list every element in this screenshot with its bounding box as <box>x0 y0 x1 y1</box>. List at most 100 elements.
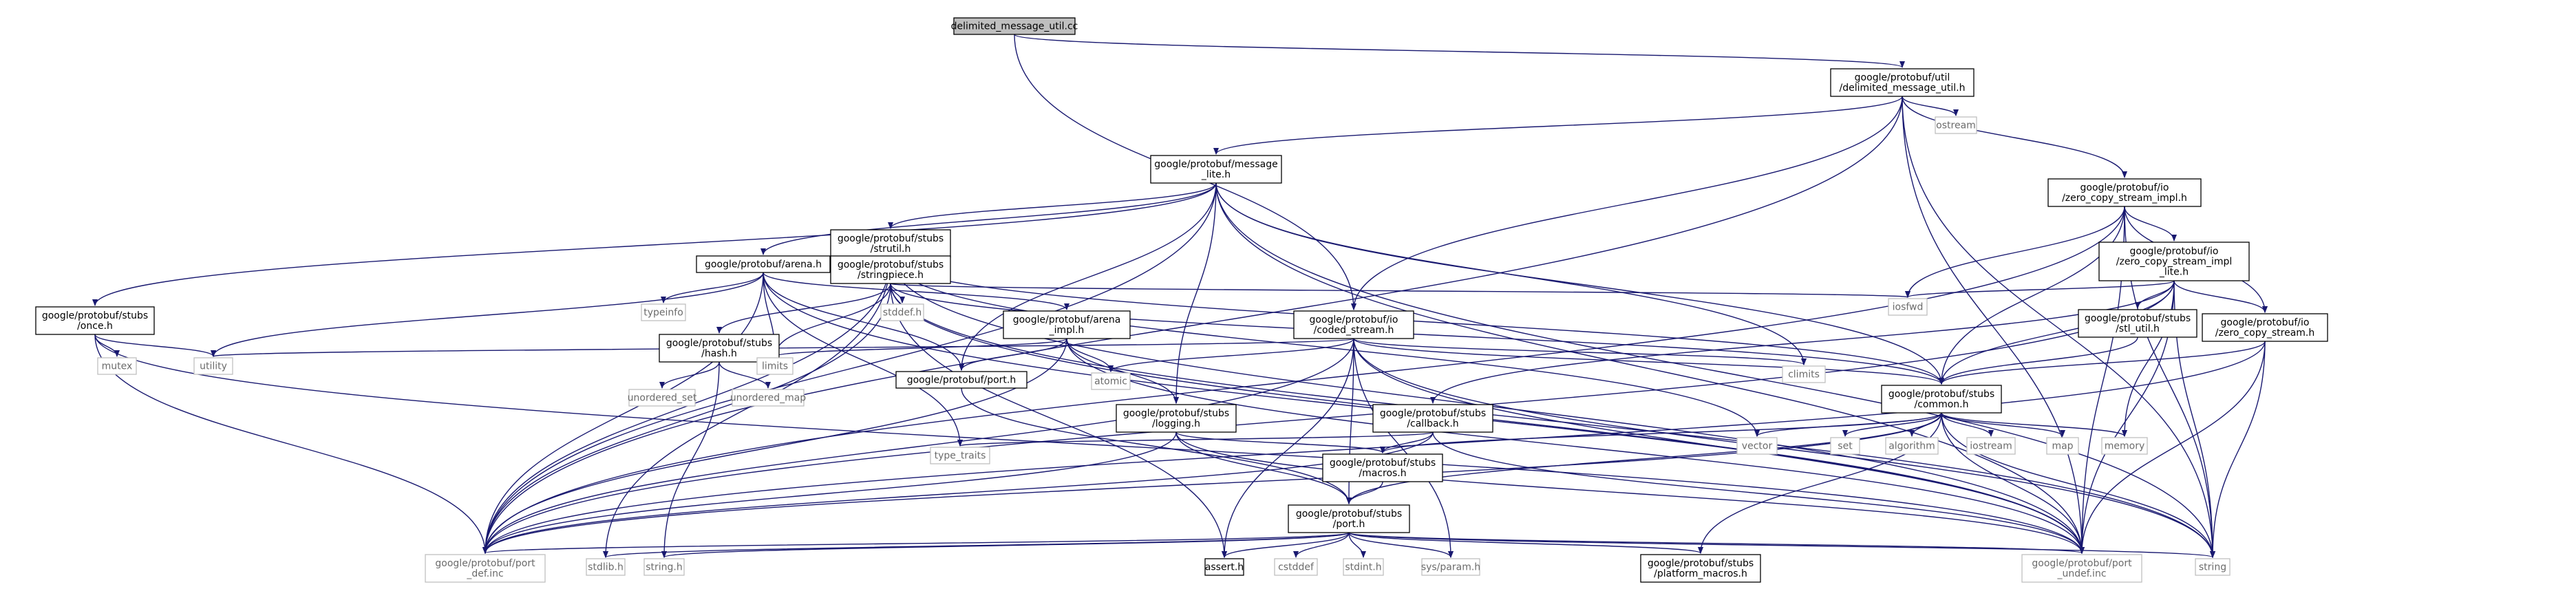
node-google-protobuf-stubs-callback-h[interactable]: google/protobuf/stubs/callback.h <box>1372 404 1493 433</box>
node-climits[interactable]: climits <box>1782 365 1826 383</box>
edge-arena-to-utility <box>211 272 764 357</box>
node-google-protobuf-stubs-stringpiece-h[interactable]: google/protobuf/stubs/stringpiece.h <box>830 255 951 284</box>
node-google-protobuf-stubs-hash-h[interactable]: google/protobuf/stubs/hash.h <box>659 334 780 363</box>
node-label: /delimited_message_util.h <box>1840 83 1966 94</box>
edge-msglite-to-once <box>92 182 1217 306</box>
node-google-protobuf-stubs-port-h[interactable]: google/protobuf/stubs/port.h <box>1288 504 1410 533</box>
edge-coded-to-utility <box>211 338 1354 357</box>
node-label: iostream <box>1970 441 2012 452</box>
edge-strutil-to-vector <box>890 257 1760 437</box>
node-box <box>756 357 794 375</box>
node-google-protobuf-io-zero-copy-stream-h[interactable]: google/protobuf/io/zero_copy_stream.h <box>2202 313 2328 342</box>
node-box <box>2047 178 2202 207</box>
node-google-protobuf-stubs-strutil-h[interactable]: google/protobuf/stubs/strutil.h <box>830 229 951 258</box>
node-label: /zero_copy_stream_impl.h <box>2062 193 2187 204</box>
node-map[interactable]: map <box>2046 437 2079 455</box>
edge-hash-to-unordset <box>659 361 720 389</box>
node-assert-h[interactable]: assert.h <box>1204 558 1244 576</box>
edge-zcs-to-portundef <box>2079 341 2266 554</box>
node-box <box>2098 242 2250 281</box>
edge-coded-to-portdef <box>482 338 1354 554</box>
node-iostream[interactable]: iostream <box>1966 437 2016 455</box>
edge-arena-to-arenaimpl <box>763 272 1069 310</box>
edge-coded-to-portundef <box>1353 338 2085 554</box>
node-google-protobuf-arena-impl-h[interactable]: google/protobuf/arena_impl.h <box>1003 310 1131 339</box>
node-stddef-h[interactable]: stddef.h <box>880 303 924 321</box>
node-box <box>1782 365 1826 383</box>
edge-msglite-to-portdef <box>482 182 1217 554</box>
node-stdint-h[interactable]: stdint.h <box>1343 558 1384 576</box>
node-label: /zero_copy_stream_impl <box>2116 257 2233 268</box>
node-string-h[interactable]: string.h <box>643 558 685 576</box>
node-label: stdint.h <box>1345 562 1381 573</box>
edge-callback-to-typetraits <box>957 431 1434 447</box>
node-google-protobuf-stubs-stl-util-h[interactable]: google/protobuf/stubs/stl_util.h <box>2078 309 2197 338</box>
node-algorithm[interactable]: algorithm <box>1885 437 1939 455</box>
node-google-protobuf-io-zero-copy-stream-impl-lite-h[interactable]: google/protobuf/io/zero_copy_stream_impl… <box>2098 242 2250 281</box>
node-google-protobuf-stubs-once-h[interactable]: google/protobuf/stubs/once.h <box>35 306 155 335</box>
node-google-protobuf-port-h[interactable]: google/protobuf/port.h <box>895 371 1028 389</box>
node-google-protobuf-stubs-macros-h[interactable]: google/protobuf/stubs/macros.h <box>1322 453 1443 482</box>
edge-zcs-to-string <box>2210 341 2266 558</box>
node-delimited-message-util-cc[interactable]: delimited_message_util.cc <box>951 17 1078 35</box>
node-box <box>2202 313 2328 342</box>
node-type-traits[interactable]: type_traits <box>930 447 990 464</box>
edge-common-to-platform <box>1698 412 1942 554</box>
node-google-protobuf-util-delimited-message-util-h[interactable]: google/protobuf/util/delimited_message_u… <box>1830 68 1974 97</box>
edge-common-to-macros <box>1380 412 1942 453</box>
node-unordered-set[interactable]: unordered_set <box>628 389 697 407</box>
edge-stubsport-to-stdlib <box>603 532 1350 558</box>
edge-arena-to-typeinfo <box>661 272 764 303</box>
edge-once-to-utility <box>94 334 216 357</box>
node-box <box>1322 453 1443 482</box>
node-box <box>643 558 685 576</box>
edge-common-to-portdef <box>482 412 1942 554</box>
node-typeinfo[interactable]: typeinfo <box>641 303 686 321</box>
edge-stlutil-to-common <box>1939 336 2138 385</box>
node-google-protobuf-io-coded-stream-h[interactable]: google/protobuf/io/coded_stream.h <box>1293 310 1414 339</box>
node-memory[interactable]: memory <box>2101 437 2148 455</box>
node-box <box>1293 310 1414 339</box>
node-google-protobuf-io-zero-copy-stream-impl-h[interactable]: google/protobuf/io/zero_copy_stream_impl… <box>2047 178 2202 207</box>
edge-stringpiece-to-assert <box>890 283 1227 558</box>
edge-portinc-to-stubsport <box>961 387 1352 504</box>
edge-msglite-to-string <box>1215 182 2215 558</box>
node-box <box>1003 310 1131 339</box>
node-box <box>1966 437 2016 455</box>
node-set[interactable]: set <box>1830 437 1860 455</box>
node-label: google/protobuf/stubs <box>2085 313 2191 324</box>
edge-common-to-memory <box>1941 412 2127 437</box>
edge-coded-to-common <box>1353 338 1944 385</box>
node-utility[interactable]: utility <box>193 357 233 375</box>
node-unordered-map[interactable]: unordered_map <box>730 389 806 407</box>
node-iosfwd[interactable]: iosfwd <box>1888 298 1928 316</box>
node-label: typeinfo <box>643 308 683 319</box>
node-vector[interactable]: vector <box>1736 437 1778 455</box>
node-label: /once.h <box>77 321 113 332</box>
node-google-protobuf-port-undef-inc[interactable]: google/protobuf/port_undef.inc <box>2021 554 2142 583</box>
node-google-protobuf-message-lite-h[interactable]: google/protobuf/message_lite.h <box>1150 155 1282 184</box>
node-box <box>193 357 233 375</box>
node-google-protobuf-port-def-inc[interactable]: google/protobuf/port_def.inc <box>425 554 546 583</box>
edge-stubsport-to-sysparam <box>1348 532 1454 558</box>
node-cstddef[interactable]: cstddef <box>1274 558 1318 576</box>
edge-stubsport-to-assert <box>1222 532 1350 558</box>
node-mutex[interactable]: mutex <box>97 357 137 375</box>
node-box <box>1830 68 1974 97</box>
node-google-protobuf-arena-h[interactable]: google/protobuf/arena.h <box>696 255 831 273</box>
edge-dmu-to-msglite <box>1213 96 1903 155</box>
edge-stringpiece-to-portdef <box>482 283 891 554</box>
node-stdlib-h[interactable]: stdlib.h <box>586 558 626 576</box>
node-google-protobuf-stubs-platform-macros-h[interactable]: google/protobuf/stubs/platform_macros.h <box>1640 554 1761 583</box>
node-string[interactable]: string <box>2195 558 2231 576</box>
node-google-protobuf-stubs-common-h[interactable]: google/protobuf/stubs/common.h <box>1881 385 2002 414</box>
node-label: google/protobuf/arena.h <box>705 259 822 270</box>
edge-zcsimpllite-to-stlutil <box>2135 280 2175 309</box>
node-label: google/protobuf/stubs <box>666 338 772 349</box>
node-atomic[interactable]: atomic <box>1091 372 1131 390</box>
node-google-protobuf-stubs-logging-h[interactable]: google/protobuf/stubs/logging.h <box>1116 404 1237 433</box>
node-ostream[interactable]: ostream <box>1935 116 1977 134</box>
node-sys-param-h[interactable]: sys/param.h <box>1421 558 1480 576</box>
edge-coded-to-atomic <box>1108 338 1354 372</box>
node-limits[interactable]: limits <box>756 357 794 375</box>
